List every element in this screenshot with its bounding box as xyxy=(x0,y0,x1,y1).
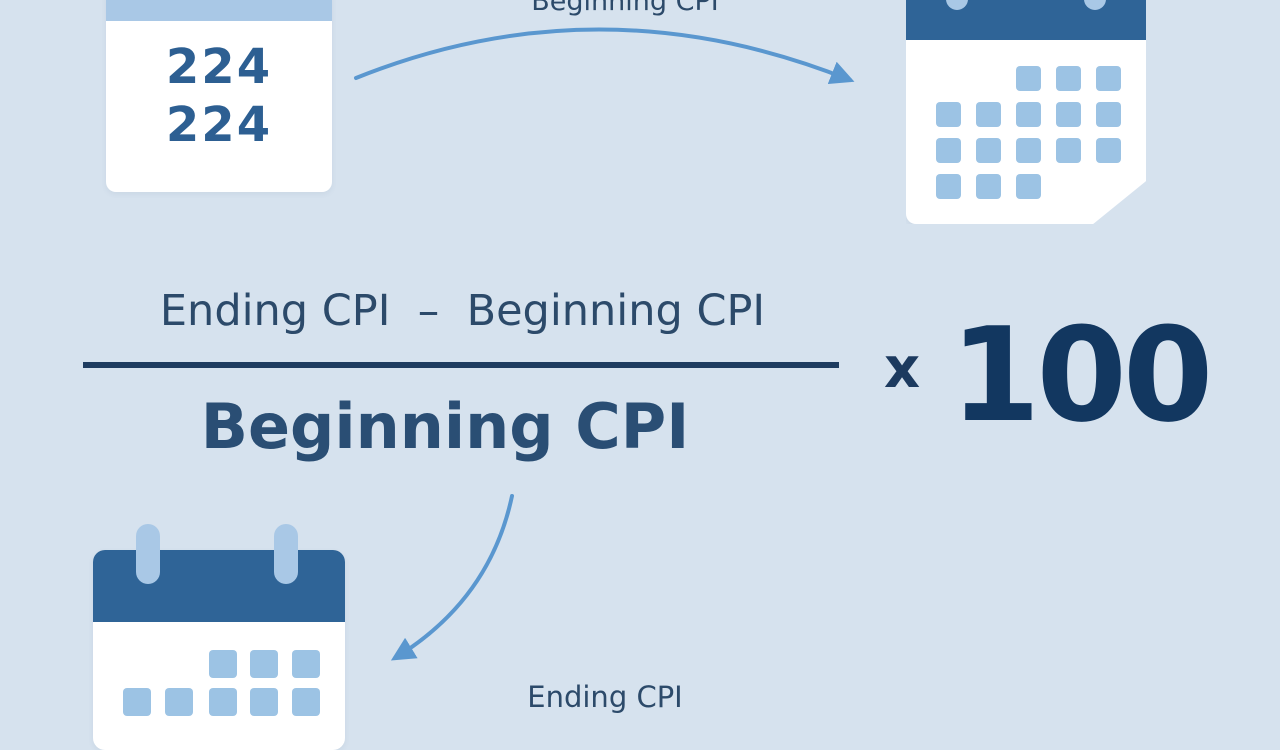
calendar-day xyxy=(1016,66,1041,91)
calendar-header xyxy=(93,550,345,622)
calendar-ring xyxy=(946,0,968,10)
calendar-day xyxy=(1056,138,1081,163)
calendar-ring xyxy=(136,524,160,584)
calendar-day xyxy=(292,688,320,716)
calendar-number-row: 224 xyxy=(165,39,273,95)
calendar-header xyxy=(106,0,332,21)
formula-denominator: Beginning CPI xyxy=(200,390,690,463)
arrow-label-ending-cpi: Ending CPI xyxy=(527,680,683,714)
calendar-day xyxy=(292,650,320,678)
calendar-ring xyxy=(274,524,298,584)
calendar-day xyxy=(936,138,961,163)
grid-calendar-icon xyxy=(906,0,1146,224)
calendar-day xyxy=(1016,138,1041,163)
arrow-bottom xyxy=(390,494,514,661)
calendar-day xyxy=(1096,66,1121,91)
calendar-day xyxy=(976,102,1001,127)
calendar-day xyxy=(976,138,1001,163)
fraction-bar xyxy=(83,362,839,368)
calendar-day xyxy=(165,688,193,716)
calendar-day xyxy=(209,688,237,716)
calendar-day xyxy=(123,688,151,716)
arrows xyxy=(354,27,855,661)
calendar-day xyxy=(1096,102,1121,127)
calendar-ring xyxy=(1084,0,1106,10)
arrow-top xyxy=(354,27,855,85)
calendar-day xyxy=(209,650,237,678)
calendar-day xyxy=(250,650,278,678)
calendar-day xyxy=(1016,102,1041,127)
calendar-day xyxy=(976,174,1001,199)
bottom-calendar-icon xyxy=(93,550,345,750)
multiply-sign: x xyxy=(884,336,921,401)
arrow-label-beginning-cpi: Beginning CPI xyxy=(531,0,719,17)
multiplier-value: 100 xyxy=(950,299,1213,451)
calendar-day xyxy=(936,174,961,199)
number-calendar-icon: 224 224 xyxy=(106,0,332,192)
calendar-day xyxy=(1096,138,1121,163)
formula-numerator: Ending CPI – Beginning CPI xyxy=(159,286,766,336)
calendar-day xyxy=(1016,174,1041,199)
calendar-day xyxy=(250,688,278,716)
calendar-day xyxy=(936,102,961,127)
calendar-header xyxy=(906,0,1146,40)
calendar-day xyxy=(1056,66,1081,91)
calendar-numbers: 224 224 xyxy=(106,38,332,154)
calendar-number-row: 224 xyxy=(165,97,273,153)
calendar-day xyxy=(1056,102,1081,127)
